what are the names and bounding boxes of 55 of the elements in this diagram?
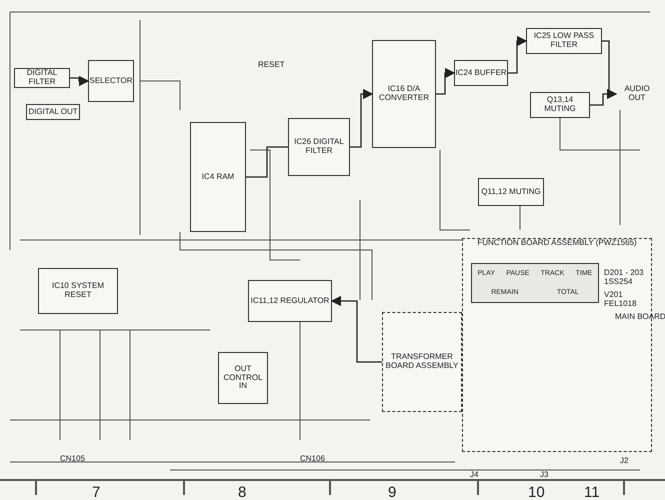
ic-chip <box>218 352 268 404</box>
block-label: SELECTOR <box>90 76 132 86</box>
connector-label: CN106 <box>300 454 325 463</box>
circuit-block <box>14 68 70 88</box>
transistor-block <box>530 92 590 118</box>
block-label: IC10 SYSTEM RESET <box>50 282 105 300</box>
grid-number: 8 <box>238 484 246 500</box>
circuit-block <box>26 104 80 120</box>
display-panel <box>471 263 599 303</box>
connector-label: J3 <box>540 470 548 479</box>
ic-chip <box>288 118 350 176</box>
part-label: D201 - 203 1SS254 <box>604 268 645 286</box>
block-label: CONTROL <box>223 374 263 382</box>
board-assembly <box>382 312 462 412</box>
grid-number: 10 <box>528 484 545 500</box>
wire <box>350 88 374 148</box>
transistor-block <box>478 178 544 206</box>
part-label: MAIN BOARD <box>615 312 665 321</box>
wire <box>70 76 90 86</box>
block-label: IC11,12 REGULATOR <box>250 296 330 306</box>
part-label: RESET <box>258 60 285 69</box>
block-label: IC26 DIGITAL FILTER <box>293 138 345 156</box>
op-amp-block <box>454 60 508 86</box>
ic-chip <box>372 40 436 148</box>
block-label: Q11,12 MUTING <box>481 188 541 196</box>
ic-chip <box>38 268 118 314</box>
block-label: DIGITAL FILTER <box>26 69 58 87</box>
wire <box>246 146 288 178</box>
block-label: IC16 D/A CONVERTER <box>378 85 430 103</box>
wire <box>590 93 616 106</box>
block-label: IC4 RAM <box>202 172 234 182</box>
grid-number: 9 <box>388 484 396 500</box>
connector-label: CN105 <box>60 454 85 463</box>
wire <box>508 36 528 74</box>
block-label: AUDIO OUT <box>623 85 651 103</box>
block-label: OUT <box>234 364 252 374</box>
connector-label: J2 <box>620 456 628 465</box>
part-label: V201 FEL1018 <box>604 290 638 308</box>
connector-label: J4 <box>470 470 478 479</box>
block-label: DIGITAL OUT <box>28 108 78 116</box>
circuit-block <box>88 60 134 102</box>
ic-chip <box>190 122 246 232</box>
wire <box>330 296 382 363</box>
wire <box>602 40 618 100</box>
block-label: IC25 LOW PASS FILTER <box>532 32 596 50</box>
wire <box>436 68 456 95</box>
op-amp-block <box>526 28 602 54</box>
block-label: IN <box>239 382 247 392</box>
grid-number: 7 <box>92 484 100 500</box>
block-label: FUNCTION BOARD ASSEMBLY (PWZ1565) <box>477 239 637 248</box>
block-label: TRANSFORMER BOARD ASSEMBLY <box>384 353 460 371</box>
regulator-block <box>248 280 332 322</box>
block-label: Q13,14 MUTING <box>543 96 577 114</box>
block-label: IC24 BUFFER <box>455 68 507 78</box>
grid-number: 11 <box>584 484 600 500</box>
